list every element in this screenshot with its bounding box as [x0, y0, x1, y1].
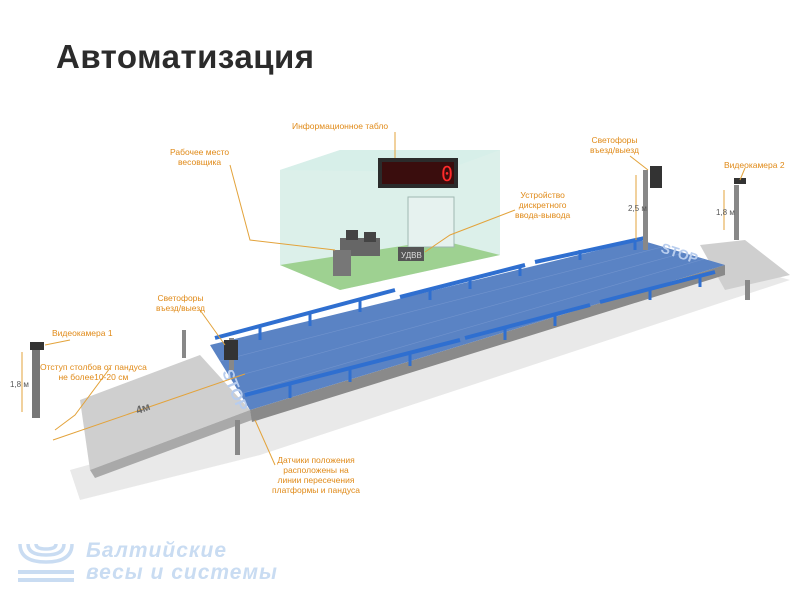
weighing-platform — [210, 240, 725, 410]
traffic-light-pole-right — [643, 170, 648, 250]
info-board-screen — [382, 162, 454, 184]
back-rail-posts — [258, 240, 637, 340]
ground-shadow — [70, 260, 790, 500]
logo-line-2: весы и системы — [86, 561, 278, 584]
label-offset-note-line-2: не более10-20 см — [58, 372, 129, 382]
label-lights-right-line-2: въезд/выезд — [590, 145, 639, 155]
leader-lines — [21, 132, 746, 466]
label-io-device-line-3: ввода-вывода — [515, 210, 571, 220]
label-lights-left-line-2: въезд/выезд — [156, 303, 205, 313]
cabin-door — [407, 196, 455, 248]
label-io-device-line-2: дискретного — [518, 200, 567, 210]
platform-side — [250, 265, 725, 422]
io-device-mark: УДВВ — [401, 251, 422, 260]
label-lights-left-line-1: Светофоры — [157, 293, 204, 303]
label-io-device-line-1: Устройство — [520, 190, 565, 200]
dim-camera-right: 1,8 м — [716, 208, 735, 217]
logo-text: Балтийские весы и системы — [86, 540, 278, 584]
label-camera-1: Видеокамера 1 — [52, 328, 113, 338]
logo-line-1: Балтийские — [86, 539, 228, 562]
camera-pole-right — [734, 185, 739, 240]
camera-right — [734, 178, 746, 184]
traffic-light-right — [650, 166, 662, 188]
label-sensors-note-line-2: расположены на — [283, 465, 349, 475]
left-ramp — [80, 355, 250, 470]
label-lights-right: Светофоры въезд/выезд — [590, 135, 639, 155]
logo-scale-icon — [18, 543, 74, 582]
front-rail-posts — [288, 276, 702, 398]
label-operator-place: Рабочее место весовщика — [170, 147, 229, 167]
label-sensors-note-line-1: Датчики положения — [277, 455, 355, 465]
cabin-floor — [280, 240, 500, 290]
monitor-2 — [364, 232, 376, 242]
io-device — [398, 247, 424, 261]
label-lights-left: Светофоры въезд/выезд — [156, 293, 205, 313]
operator-chair — [333, 250, 351, 276]
label-operator-place-line-2: весовщика — [178, 157, 222, 167]
page-title: Автоматизация — [56, 38, 315, 75]
label-sensors-note-line-4: платформы и пандуса — [272, 485, 360, 495]
label-camera-2: Видеокамера 2 — [724, 160, 785, 170]
right-ramp — [700, 240, 790, 290]
label-lights-right-line-1: Светофоры — [591, 135, 638, 145]
label-offset-note: Отступ столбов от пандуса не более10-20 … — [40, 362, 147, 382]
label-operator-place-line-1: Рабочее место — [170, 147, 230, 157]
dim-camera-left: 1,8 м — [10, 380, 29, 389]
traffic-light-pole-left-1 — [182, 330, 186, 358]
label-info-board: Информационное табло — [292, 121, 389, 131]
platform-texture — [219, 246, 705, 395]
traffic-light-left — [224, 340, 238, 360]
company-logo: Балтийские весы и системы — [16, 540, 356, 590]
front-pole-right — [745, 280, 750, 300]
back-guard-rail — [214, 236, 646, 340]
label-sensors-note-line-3: линии пересечения — [277, 475, 355, 485]
label-offset-note-line-1: Отступ столбов от пандуса — [40, 362, 147, 372]
front-pole-left — [235, 420, 240, 455]
front-guard-rail — [244, 270, 716, 397]
camera-left — [30, 342, 44, 350]
camera-pole-left — [32, 350, 40, 418]
left-ramp-edge — [90, 410, 252, 478]
info-board-digit: 0 — [441, 162, 453, 186]
label-io-device: Устройство дискретного ввода-вывода — [515, 190, 570, 220]
monitor — [346, 230, 358, 240]
label-sensors-note: Датчики положения расположены на линии п… — [272, 455, 360, 495]
dim-pole-right: 2,5 м — [628, 204, 647, 213]
